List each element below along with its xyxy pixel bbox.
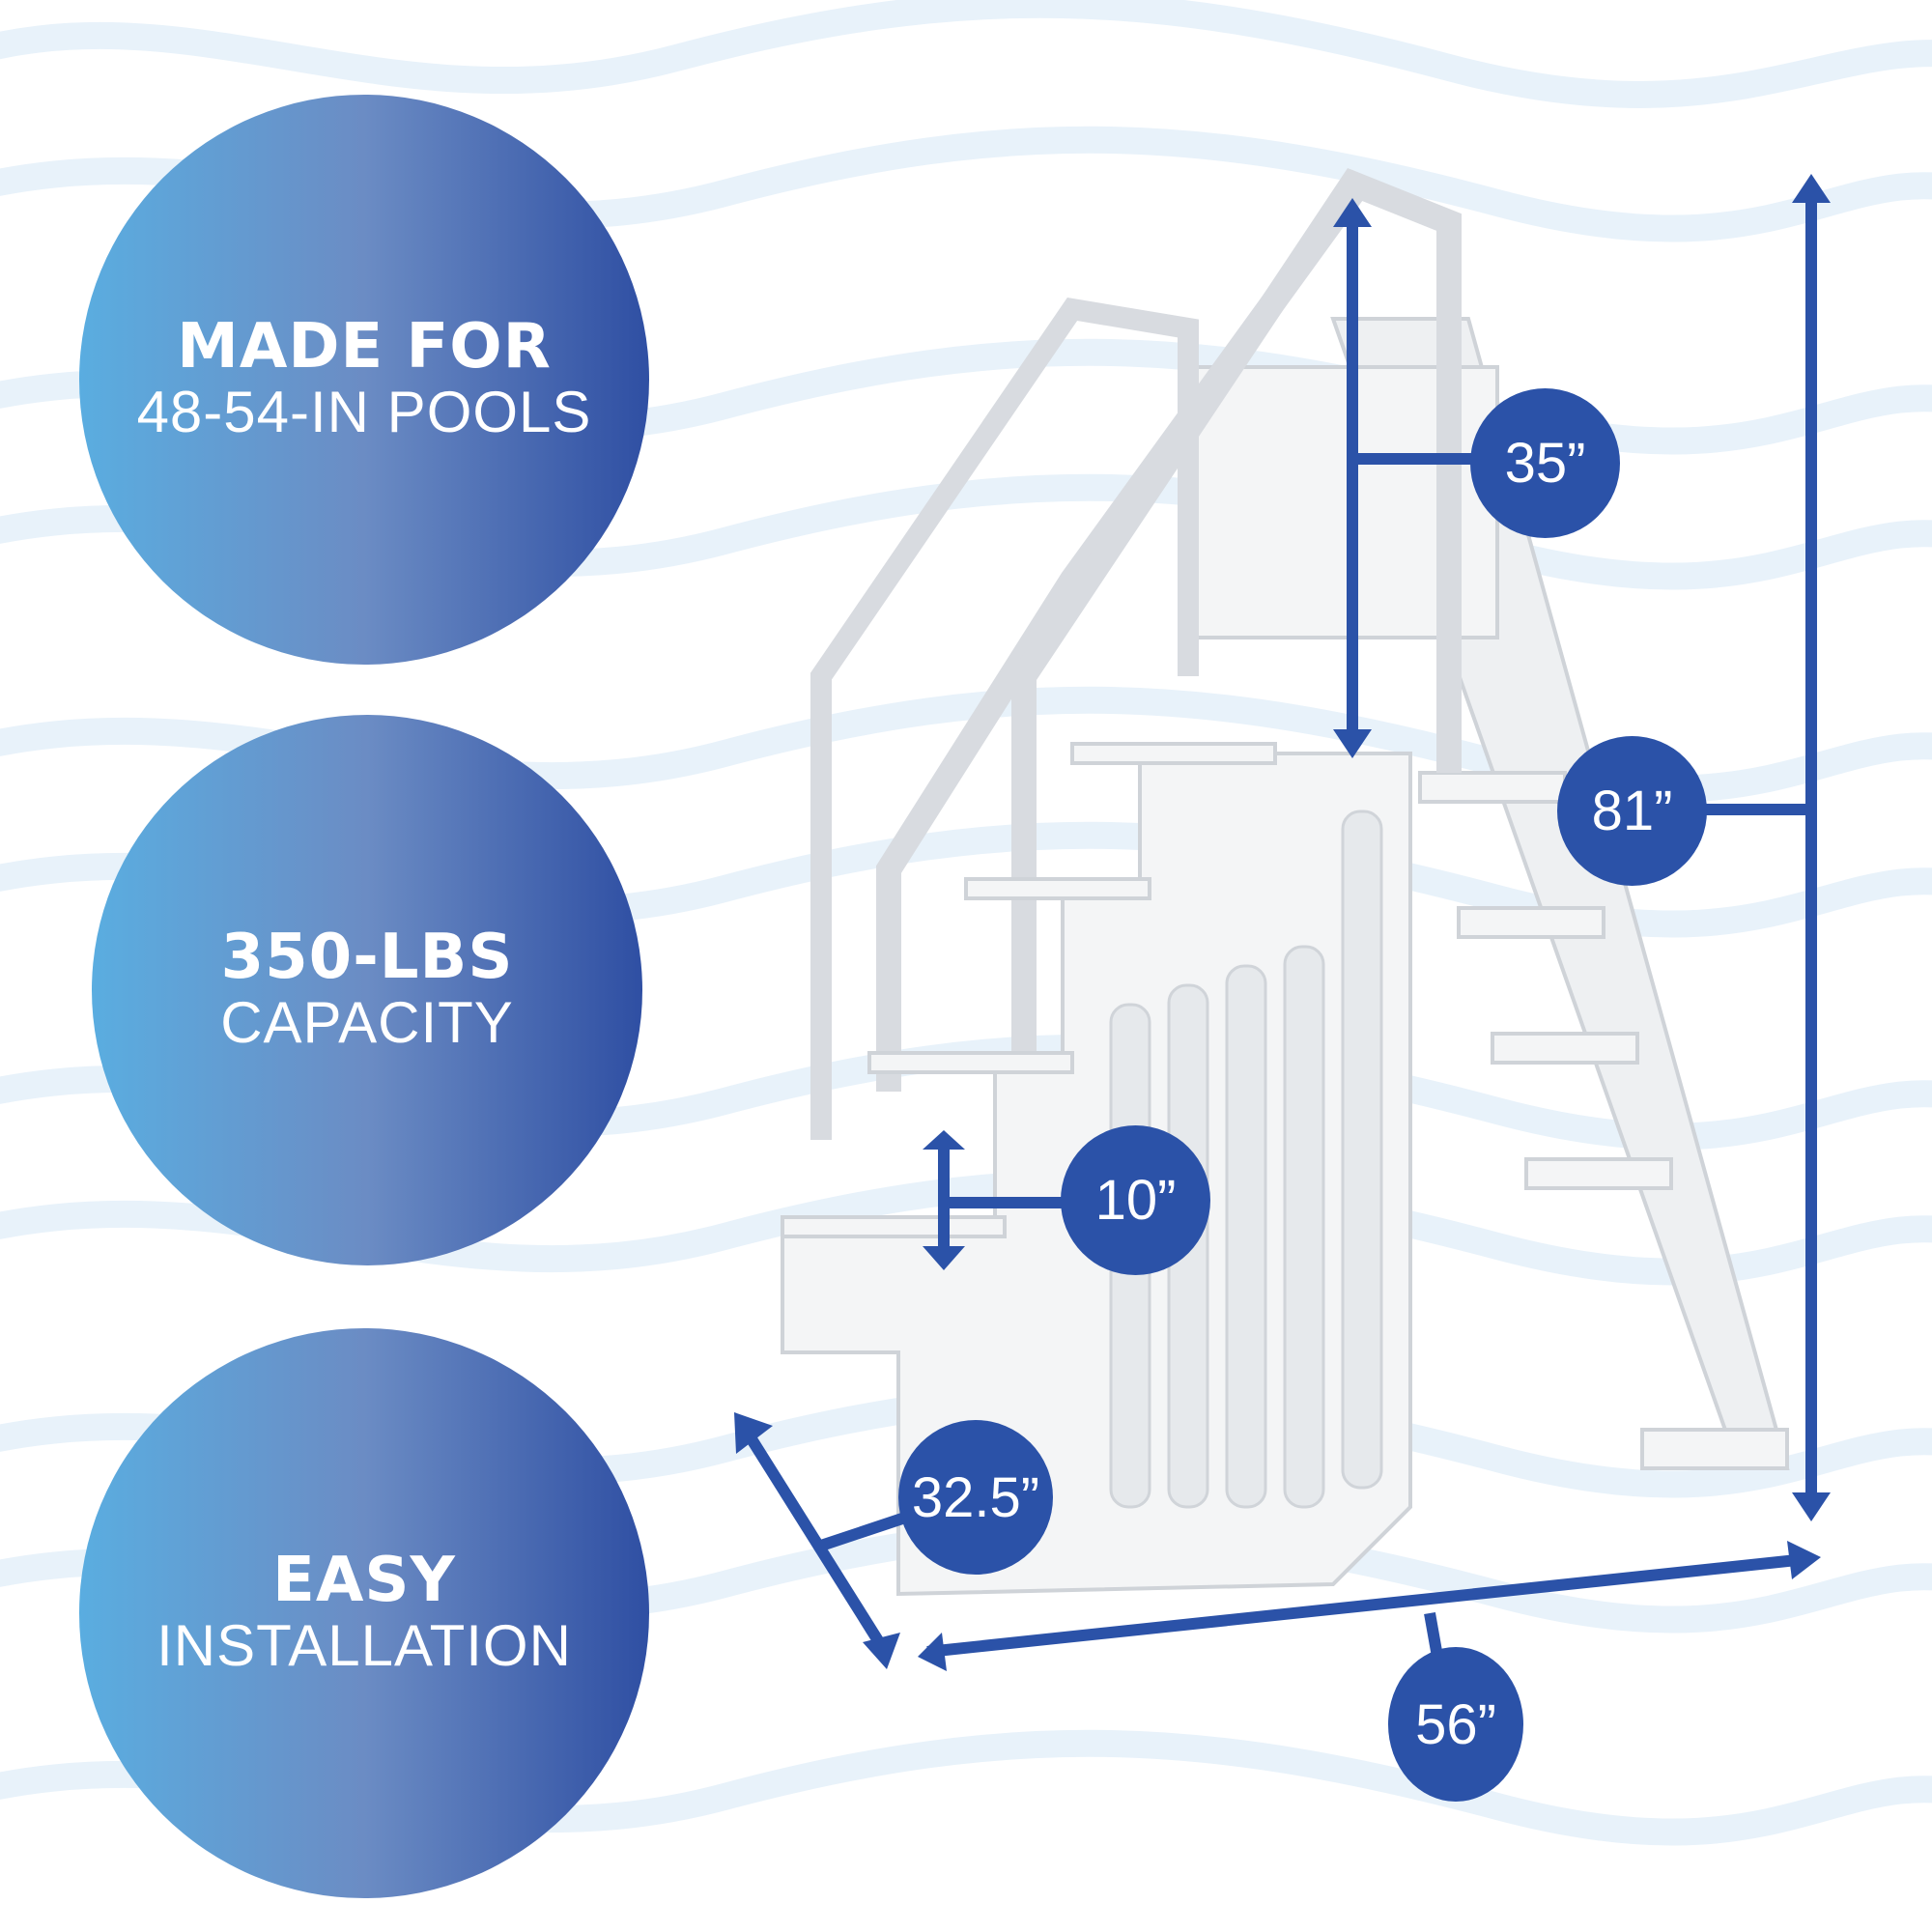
feature-subtitle: CAPACITY — [220, 989, 514, 1055]
dimension-badge-top-height: 35” — [1470, 388, 1620, 538]
feature-subtitle: 48-54-IN POOLS — [136, 379, 592, 444]
feature-circle-pool-size: MADE FOR 48-54-IN POOLS — [79, 95, 649, 665]
feature-subtitle: INSTALLATION — [156, 1612, 572, 1678]
dimension-badge-depth: 32.5” — [898, 1420, 1053, 1575]
dimension-badge-width: 56” — [1388, 1647, 1523, 1802]
dimension-badge-total-height: 81” — [1557, 736, 1707, 886]
feature-title: MADE FOR — [177, 311, 552, 384]
feature-title: EASY — [272, 1545, 456, 1617]
feature-circle-installation: EASY INSTALLATION — [79, 1328, 649, 1898]
dimension-badge-step-rise: 10” — [1061, 1125, 1210, 1275]
feature-title: 350-LBS — [220, 922, 514, 994]
feature-circle-capacity: 350-LBS CAPACITY — [92, 715, 642, 1265]
